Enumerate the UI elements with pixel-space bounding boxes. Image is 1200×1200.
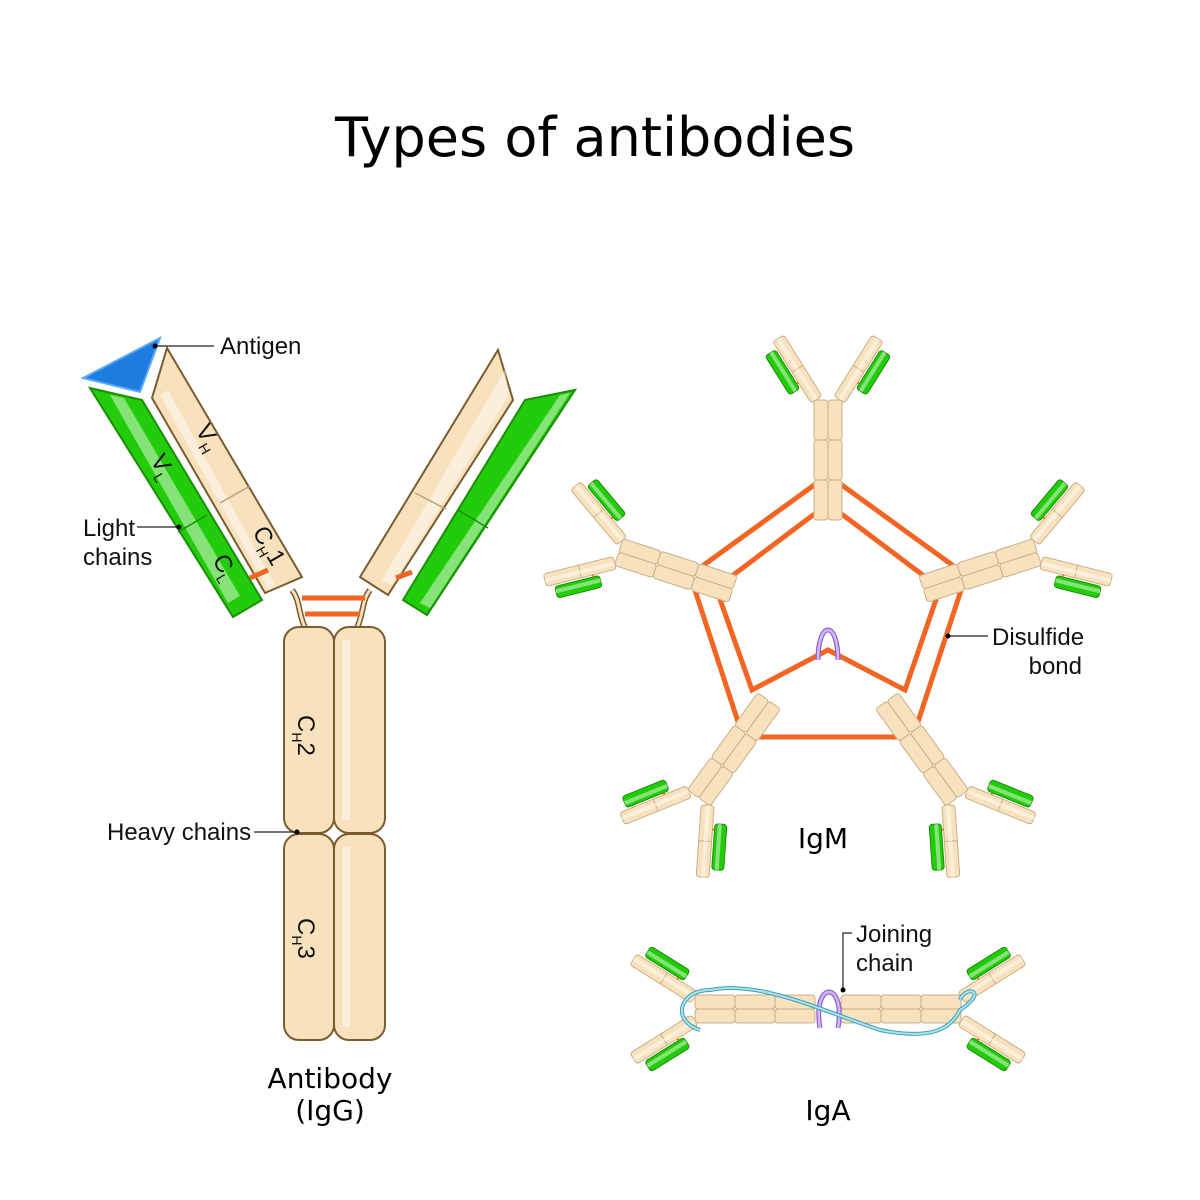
light-chain-right xyxy=(401,388,578,617)
igm-outer-disulfide xyxy=(687,471,969,740)
ch2-label: CH2 xyxy=(289,715,319,756)
antigen-label: Antigen xyxy=(220,333,301,360)
ch3-right xyxy=(333,833,386,1041)
ch1-label: CH1 xyxy=(244,522,290,572)
iga-dimer: Joining chain IgA xyxy=(630,921,1026,1127)
igg-caption-2: (IgG) xyxy=(295,1094,365,1127)
antigen-triangle xyxy=(80,335,162,394)
iga-caption: IgA xyxy=(805,1094,850,1127)
heavy-arm-right xyxy=(358,347,515,597)
igm-inner-disulfide xyxy=(713,512,943,694)
disulfide-label-2: bond xyxy=(1029,653,1082,680)
ch2-right xyxy=(333,626,386,834)
igm-caption: IgM xyxy=(798,822,848,855)
igm-pentamer: Disulfide bond IgM xyxy=(536,335,1120,890)
light-chains-label-1: Light xyxy=(83,515,135,542)
heavy-chains-label: Heavy chains xyxy=(107,819,251,846)
light-chain-left xyxy=(87,386,264,619)
light-chains-label-2: chains xyxy=(83,544,152,571)
igg-caption-1: Antibody xyxy=(268,1062,393,1095)
disulfide-label-1: Disulfide xyxy=(992,624,1084,651)
iga-secretory-component xyxy=(680,987,976,1035)
ch3-label: CH3 xyxy=(289,918,319,959)
heavy-arm-left xyxy=(150,345,304,595)
joining-chain-label-1: Joining xyxy=(856,921,932,948)
page-title: Types of antibodies xyxy=(334,106,855,169)
igm-j-chain xyxy=(816,628,840,661)
joining-chain-label-2: chain xyxy=(856,950,913,977)
igg-antibody: VH VL CH1 CL CH2 CH3 Antigen Light chain… xyxy=(80,333,578,1127)
